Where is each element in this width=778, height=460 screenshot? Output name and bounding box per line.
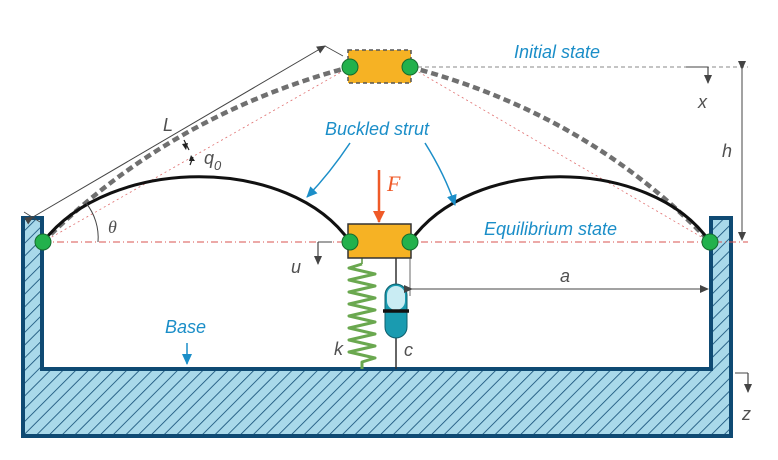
base-frame xyxy=(21,216,733,438)
z-axis-arrow xyxy=(735,372,752,393)
initial-left-hinge xyxy=(341,58,359,76)
buckled-strut-label: Buckled strut xyxy=(325,119,430,139)
force-label: F xyxy=(386,171,401,196)
damper-label: c xyxy=(404,340,413,360)
initial-state-label: Initial state xyxy=(514,42,600,62)
a-dimension-label: a xyxy=(560,266,570,286)
equilibrium-state-label: Equilibrium state xyxy=(484,219,617,239)
initial-thin-guides xyxy=(42,66,711,243)
spring xyxy=(347,258,377,369)
x-axis-arrow xyxy=(686,66,712,84)
initial-mass-block xyxy=(347,49,412,84)
height-label: h xyxy=(722,141,732,161)
right-wall-hinge xyxy=(701,233,719,251)
mass-right-hinge xyxy=(401,233,419,251)
imperfection-marker xyxy=(182,139,195,166)
length-dimension xyxy=(23,45,344,225)
spring-label: k xyxy=(334,339,344,359)
u-displacement-label: u xyxy=(291,257,301,277)
angle-arc xyxy=(85,202,99,243)
imperfection-label: q0 xyxy=(204,148,222,173)
z-axis-label: z xyxy=(741,404,751,424)
damper xyxy=(383,258,409,369)
initial-state-struts xyxy=(41,64,712,244)
a-dimension xyxy=(404,258,709,296)
initial-right-hinge xyxy=(401,58,419,76)
mass-left-hinge xyxy=(341,233,359,251)
angle-label: θ xyxy=(108,217,117,237)
base-label: Base xyxy=(165,317,206,337)
length-label: L xyxy=(163,115,173,135)
buckled-strut-callout-arrows xyxy=(306,142,457,206)
u-displacement-arrow xyxy=(314,241,332,265)
x-axis-label: x xyxy=(697,92,708,112)
left-wall-hinge xyxy=(34,233,52,251)
